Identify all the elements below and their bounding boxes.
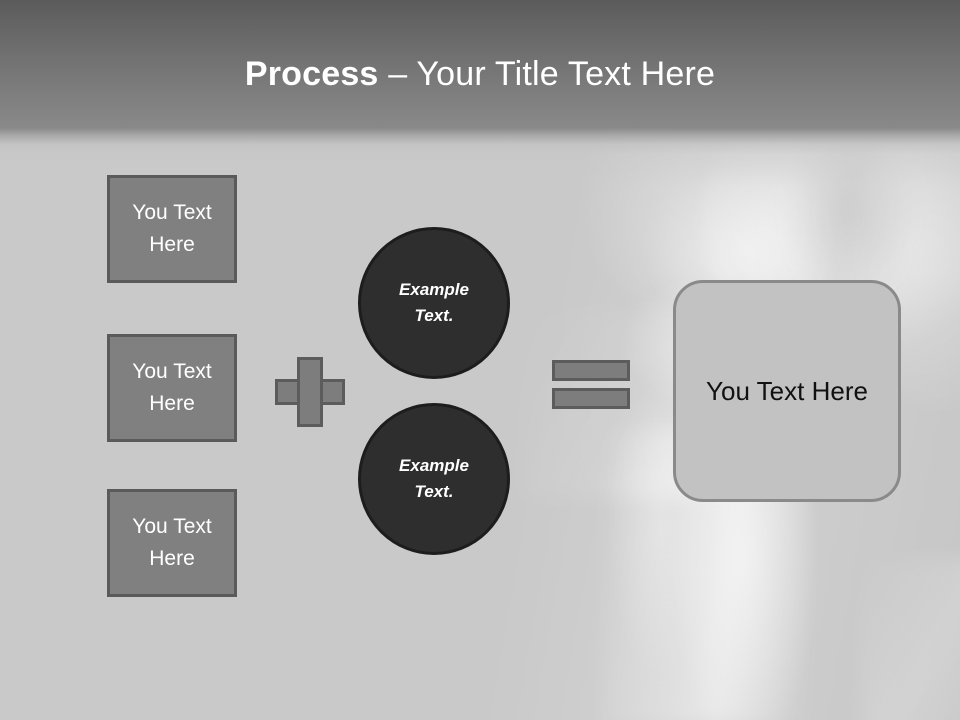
input-box-1-label: You Text Here [132,201,212,256]
slide-title-strong: Process [244,55,379,93]
example-circle-2-line2: Text. [414,482,454,501]
equals-top-bar [552,360,630,381]
result-box[interactable]: You Text Here [673,280,901,502]
slide-title-light: Your Title Text Here [416,55,716,93]
equals-icon [552,360,630,410]
result-box-label: You Text Here [706,376,868,406]
photo-lower-highlight [860,558,960,720]
slide-header [0,0,960,128]
plus-center-fill [300,382,320,402]
equals-bottom-bar [552,388,630,409]
slide-title-separator: – [378,55,417,93]
slide-title: Process – Your Title Text Here [0,52,960,96]
input-box-3[interactable]: You Text Here [107,489,237,597]
header-fade [0,128,960,154]
input-box-1[interactable]: You Text Here [107,175,237,283]
input-box-2[interactable]: You Text Here [107,334,237,442]
example-circle-1-line1: Example [399,280,469,299]
plus-icon [275,357,345,427]
example-circle-1-line2: Text. [414,306,454,325]
example-circle-2-line1: Example [399,456,469,475]
input-box-3-label: You Text Here [132,515,212,570]
input-box-2-label: You Text Here [132,360,212,415]
